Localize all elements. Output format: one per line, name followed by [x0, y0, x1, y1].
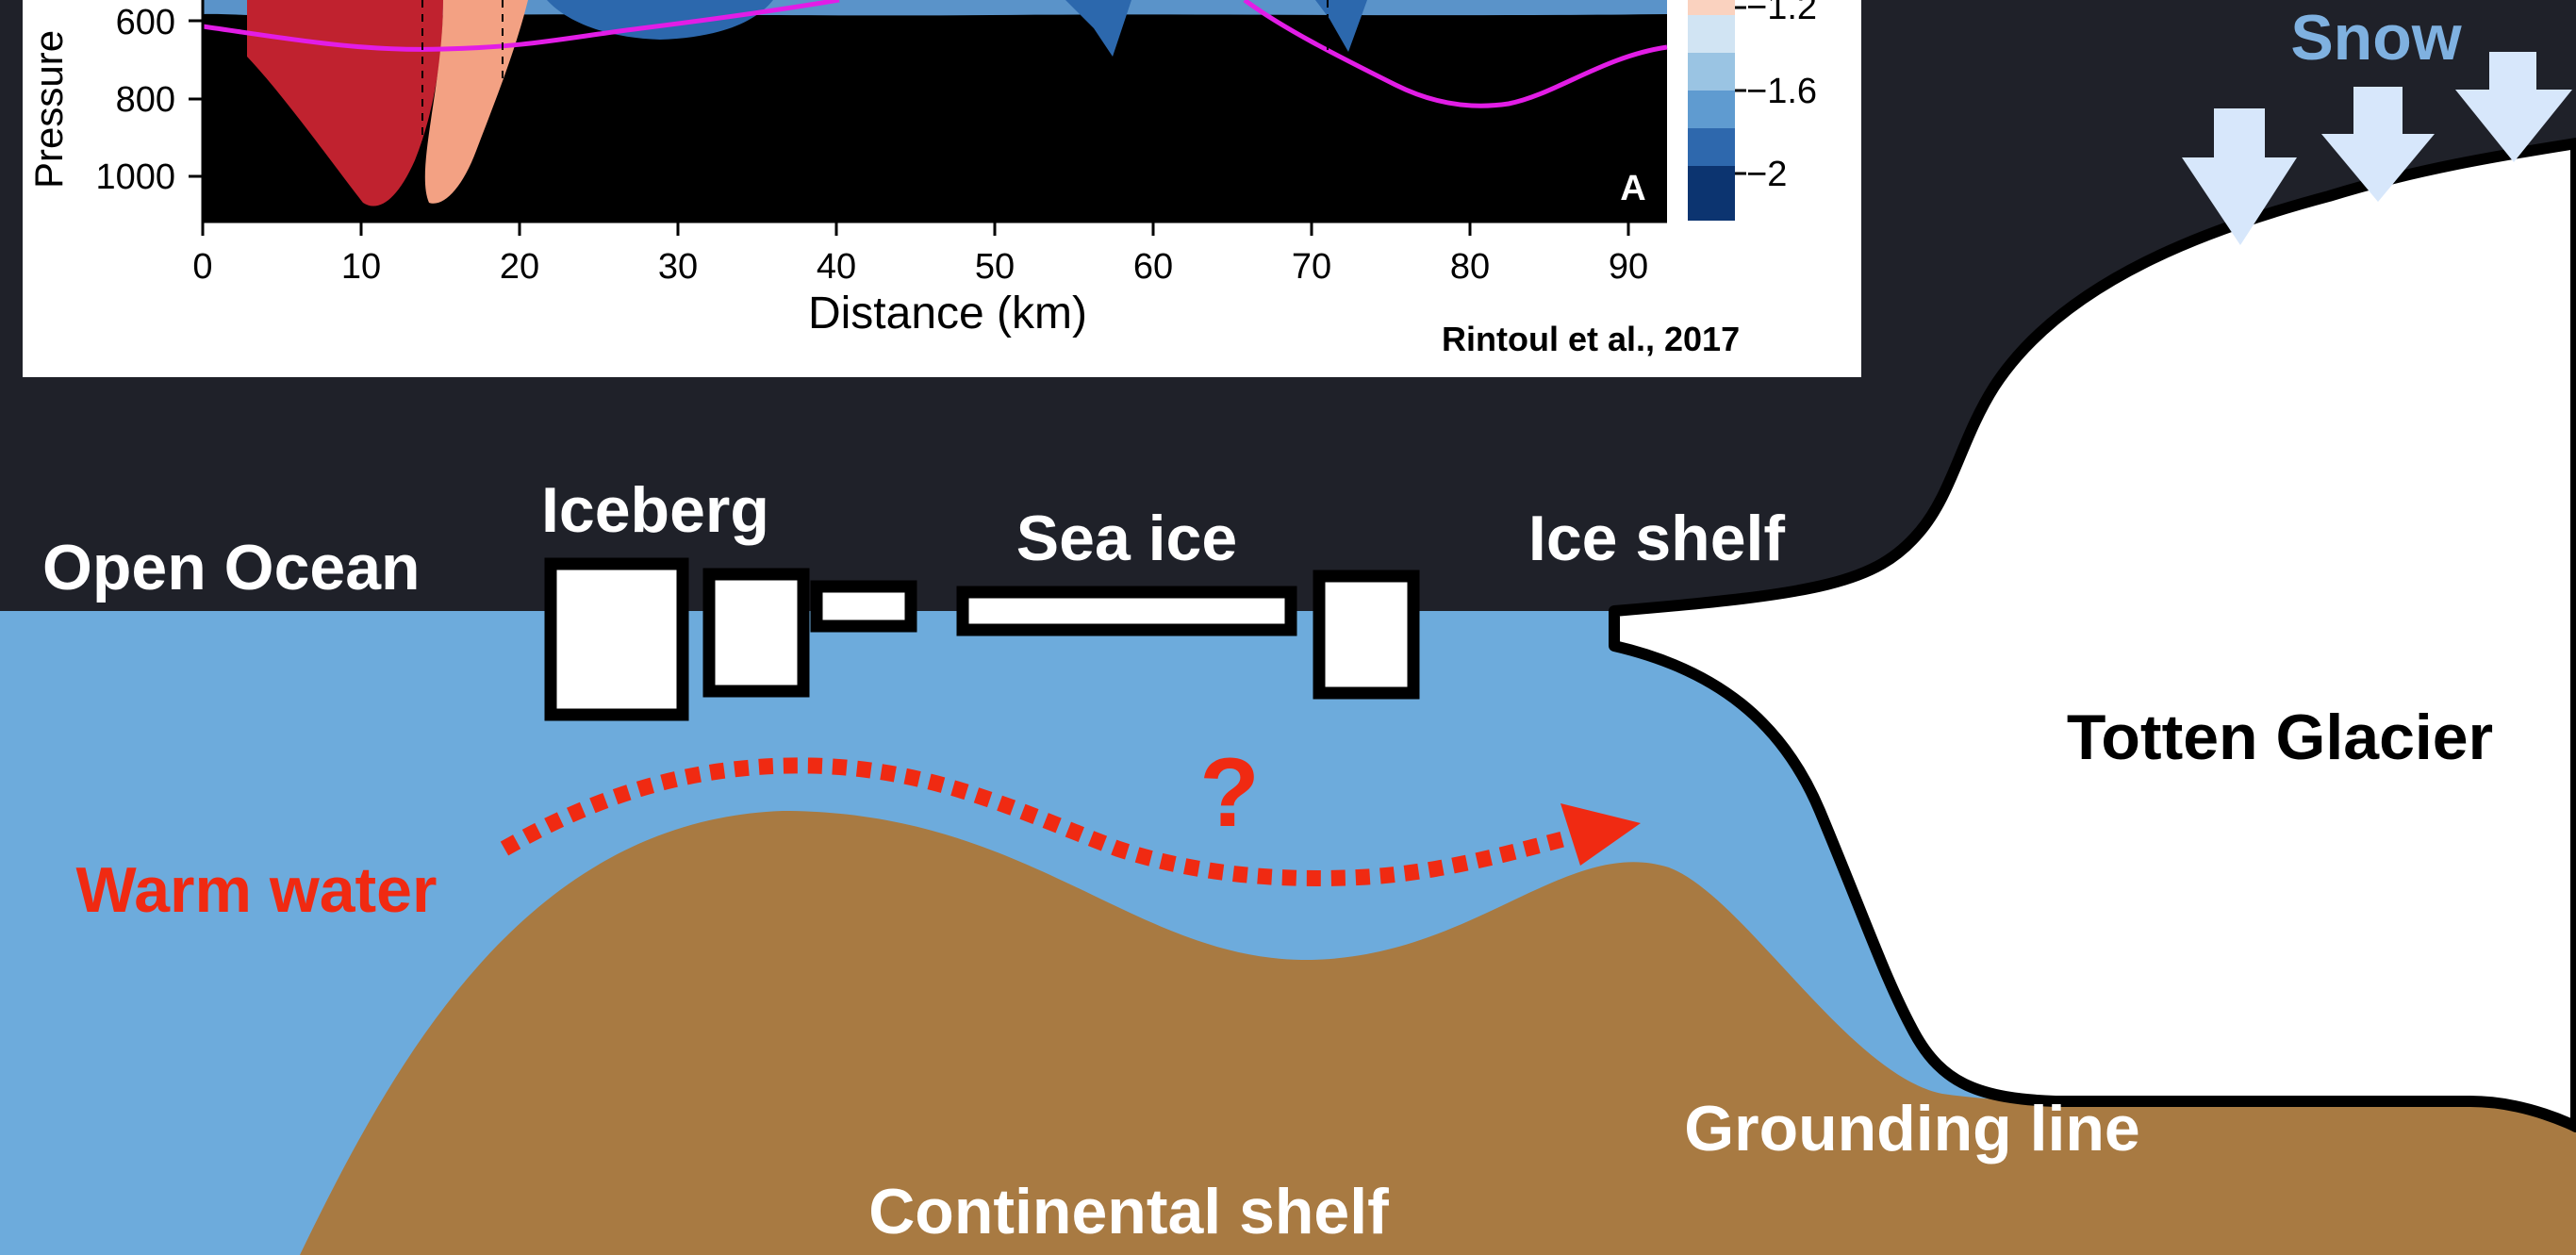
x-tick-label-30: 30: [658, 247, 698, 287]
iceberg-right: [1313, 570, 1420, 700]
section-warm-core: [247, 0, 443, 206]
colorbar-tick-label-2: −1.6: [1746, 72, 1817, 111]
colorbar-seg-3: [1688, 53, 1735, 91]
iceberg-large: [544, 557, 689, 721]
totten-glacier-shape: [1609, 138, 2576, 1132]
x-tick-label-70: 70: [1292, 247, 1331, 287]
iceberg-medium: [702, 568, 810, 698]
warm-water-flow-arrow: [500, 757, 1573, 886]
warm-water-arrowhead: [1560, 803, 1641, 866]
panel-letter: A: [1620, 169, 1645, 208]
question-mark: ?: [1199, 738, 1260, 848]
snow-arrow-1: [2182, 108, 2297, 245]
section-trace: [202, 0, 1668, 108]
colorbar-seg-6: [1688, 166, 1735, 221]
y-tick-label-600: 600: [116, 3, 175, 42]
colorbar-tick-label-1: −1.2: [1746, 0, 1817, 27]
x-tick-marks: [201, 222, 1630, 236]
y-tick-label-1000: 1000: [95, 157, 175, 197]
inset-figure: Pressure 600 800 1000 0 10 20 30 40 50 6…: [23, 0, 1861, 377]
x-tick-label-50: 50: [975, 247, 1015, 287]
open-ocean-label: Open Ocean: [42, 532, 421, 603]
x-tick-label-60: 60: [1133, 247, 1173, 287]
y-axis-label: Pressure: [26, 30, 71, 189]
continental-shelf-label: Continental shelf: [868, 1176, 1389, 1247]
x-tick-label-40: 40: [817, 247, 856, 287]
snow-arrow-2: [2321, 87, 2435, 202]
x-axis-label: Distance (km): [808, 289, 1087, 339]
x-tick-label-0: 0: [192, 247, 212, 287]
citation-text: Rintoul et al., 2017: [1442, 320, 1740, 358]
iceberg-small: [810, 580, 917, 633]
colorbar-seg-1: [1688, 0, 1735, 15]
x-tick-label-90: 90: [1609, 247, 1648, 287]
totten-glacier-label: Totten Glacier: [2067, 702, 2493, 773]
x-tick-label-20: 20: [500, 247, 539, 287]
colorbar-seg-5: [1688, 128, 1735, 166]
ice-shelf-label: Ice shelf: [1528, 503, 1785, 574]
colorbar-seg-4: [1688, 91, 1735, 128]
x-tick-label-80: 80: [1450, 247, 1490, 287]
ice-blocks: [544, 557, 1420, 721]
grounding-line-label: Grounding line: [1684, 1093, 2140, 1164]
continental-shelf-shape: [300, 811, 2576, 1255]
snow-arrow-3: [2455, 52, 2572, 162]
iceberg-label: Iceberg: [541, 474, 769, 546]
snow-label: Snow: [2290, 2, 2462, 74]
warm-water-label: Warm water: [76, 854, 438, 926]
sea-ice-label: Sea ice: [1016, 503, 1237, 574]
colorbar-tick-label-3: −2: [1746, 155, 1787, 194]
y-tick-label-800: 800: [116, 80, 175, 120]
colorbar-ticks: [1735, 6, 1746, 175]
colorbar-seg-2: [1688, 15, 1735, 53]
snow-arrows: [2182, 52, 2572, 245]
x-tick-label-10: 10: [341, 247, 381, 287]
sea-ice-floe: [956, 586, 1297, 636]
y-tick-marks: [189, 19, 203, 178]
